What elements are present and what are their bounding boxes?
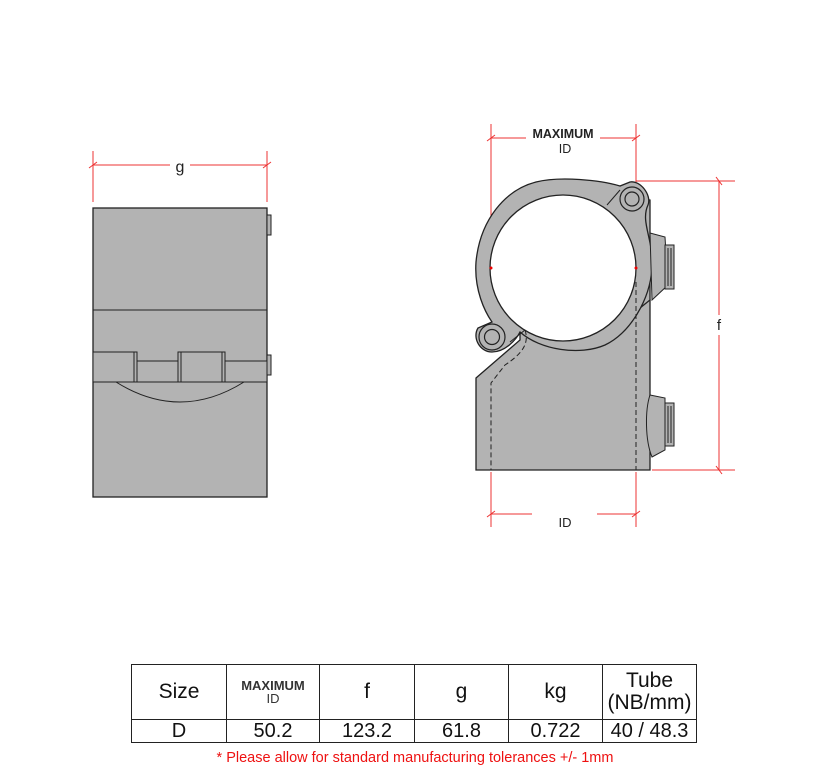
header-g: g [414, 664, 509, 720]
clamp-bore [489, 194, 637, 342]
header-tube-line2: (NB/mm) [607, 691, 692, 714]
header-size: Size [131, 664, 227, 720]
threaded-boss-top [649, 232, 675, 302]
dimension-f [636, 176, 735, 475]
dimension-f-label: f [717, 317, 722, 334]
header-tube-line1: Tube [625, 669, 674, 692]
dimension-g [88, 151, 272, 202]
cell-f: 123.2 [319, 719, 415, 743]
cell-tube: 40 / 48.3 [602, 719, 697, 743]
spec-table: Size MAXIMUM ID f g kg Tube (NB/mm) D 50… [131, 664, 697, 743]
dimension-g-label: g [176, 159, 185, 176]
table-row: D 50.2 123.2 61.8 0.722 40 / 48.3 [131, 719, 697, 743]
tolerance-note: * Please allow for standard manufacturin… [216, 750, 614, 766]
cell-g: 61.8 [414, 719, 509, 743]
dimension-max-id-label-line1: MAXIMUM [532, 127, 593, 141]
header-f: f [319, 664, 415, 720]
header-max-id: MAXIMUM ID [226, 664, 320, 720]
threaded-boss-bottom [645, 394, 675, 458]
table-header-row: Size MAXIMUM ID f g kg Tube (NB/mm) [131, 664, 697, 720]
dimension-id-label: ID [559, 515, 572, 530]
dimension-id [486, 472, 641, 527]
dimension-max-id-label-line2: ID [559, 142, 572, 156]
header-kg: kg [508, 664, 603, 720]
header-tube: Tube (NB/mm) [602, 664, 697, 720]
hinge-knuckles [92, 351, 268, 383]
cell-max-id: 50.2 [226, 719, 320, 743]
header-max-id-line1: MAXIMUM [241, 677, 305, 693]
cell-size: D [131, 719, 227, 743]
header-max-id-line2: ID [266, 690, 280, 706]
front-view: MAXIMUM ID [475, 124, 735, 530]
side-view: g [88, 151, 272, 498]
cell-kg: 0.722 [508, 719, 603, 743]
